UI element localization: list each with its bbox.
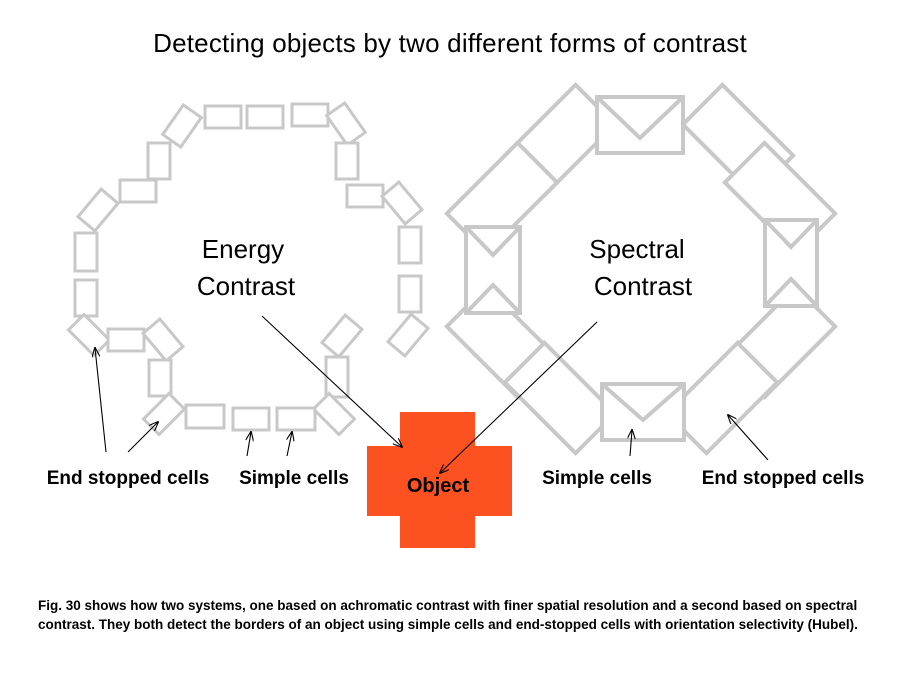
end-stopped-cell — [319, 313, 365, 359]
v-notch — [595, 95, 685, 141]
v-notch — [600, 382, 686, 423]
arrow-spectral-to-object — [440, 321, 598, 473]
arrow-left-simple-2 — [287, 432, 292, 457]
simple-cell — [595, 95, 685, 155]
simple-cell — [275, 406, 317, 432]
end-stopped-cell — [379, 180, 425, 226]
arrow-left-end-stopped-1 — [95, 348, 107, 453]
energy-label-line1: Energy — [202, 234, 284, 264]
v-notch — [763, 218, 819, 250]
end-stopped-cell — [324, 100, 368, 148]
simple-cell — [73, 231, 99, 273]
diagram-title: Detecting objects by two different forms… — [153, 28, 747, 58]
left-simple-label: Simple cells — [239, 468, 349, 489]
simple-cell — [600, 382, 686, 442]
simple-cell — [345, 183, 385, 209]
arrow-right-simple — [630, 430, 632, 457]
arrow-energy-to-object — [261, 315, 402, 447]
simple-cell — [118, 178, 158, 204]
simple-cell — [245, 104, 285, 130]
simple-cell — [334, 141, 360, 181]
end-stopped-cell — [311, 391, 357, 437]
arrows — [95, 315, 769, 473]
arrow-right-end-stopped — [728, 415, 769, 461]
simple-cell — [290, 102, 330, 128]
end-stopped-cell — [160, 102, 204, 150]
arrow-left-end-stopped-2 — [127, 422, 158, 453]
v-notch — [763, 276, 819, 308]
simple-cell — [184, 403, 226, 430]
simple-cell — [147, 358, 173, 398]
right-end-stopped-label: End stopped cells — [702, 468, 865, 489]
end-stopped-cell — [75, 187, 121, 233]
simple-cell — [397, 274, 423, 314]
simple-cell — [106, 327, 146, 353]
simple-cell — [146, 141, 172, 181]
arrow-left-simple-1 — [247, 432, 251, 457]
simple-cell — [203, 104, 243, 130]
spectral-contrast-ring — [444, 82, 838, 456]
end-stopped-cell — [502, 340, 618, 456]
v-notch — [464, 225, 522, 258]
energy-contrast-ring — [66, 100, 431, 437]
end-stopped-cell — [385, 312, 431, 358]
object-label: Object — [407, 475, 470, 497]
end-stopped-cell — [664, 340, 780, 456]
end-stopped-cell — [140, 317, 186, 363]
simple-cell — [397, 225, 423, 265]
simple-cell — [324, 355, 350, 399]
end-stopped-cell — [141, 391, 187, 437]
simple-cell — [73, 278, 99, 318]
end-stopped-cell — [66, 312, 112, 358]
spectral-label-line2: Contrast — [594, 271, 693, 301]
energy-label-line2: Contrast — [197, 271, 296, 301]
spectral-label-line1: Spectral — [589, 234, 684, 264]
right-simple-label: Simple cells — [542, 468, 652, 489]
v-notch — [464, 282, 522, 315]
figure-caption: Fig. 30 shows how two systems, one based… — [38, 598, 858, 632]
simple-cell — [231, 406, 271, 432]
simple-cell — [464, 225, 522, 315]
simple-cell — [763, 218, 819, 308]
left-end-stopped-label: End stopped cells — [47, 468, 210, 489]
